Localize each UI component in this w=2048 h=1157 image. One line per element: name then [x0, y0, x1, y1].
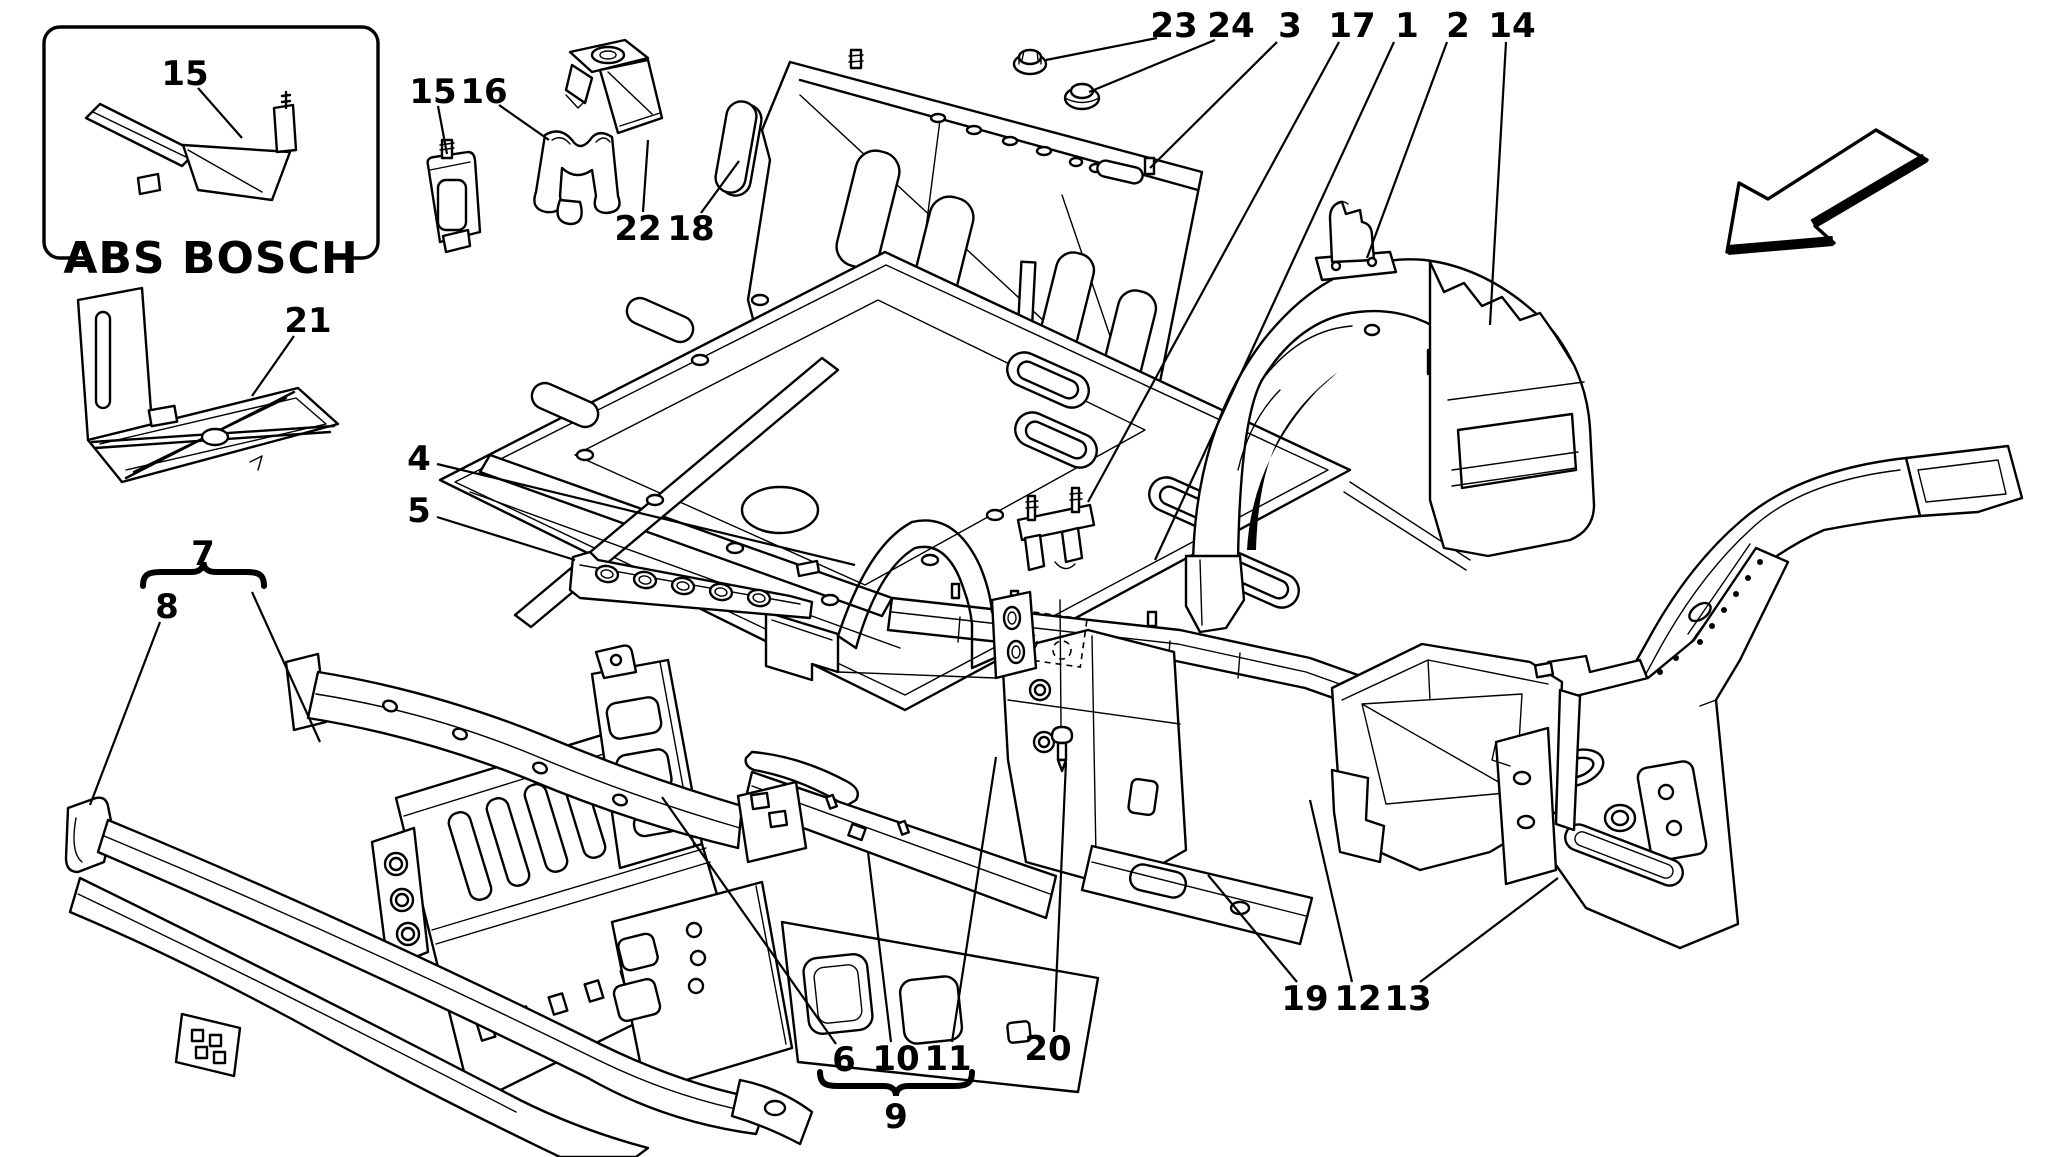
leader-line-7 — [250, 591, 322, 743]
pin-20 — [1050, 599, 1074, 773]
callout-24: 24 — [1207, 6, 1254, 46]
leader-line-23 — [1045, 36, 1158, 62]
label-backing — [88, 240, 334, 286]
leader-line-14 — [1488, 41, 1508, 326]
inset-box-border — [42, 25, 380, 260]
hook-bracket-2 — [1314, 200, 1398, 282]
leader-line-1 — [1154, 41, 1395, 561]
callout-12: 12 — [1334, 979, 1381, 1019]
nut-23 — [1012, 48, 1048, 76]
clip-15 — [426, 138, 482, 254]
callout-6: 6 — [832, 1040, 856, 1080]
crossmember-4 — [764, 519, 1038, 682]
leader-line-19 — [1207, 874, 1298, 983]
leader-line-18 — [700, 160, 740, 214]
callout-17: 17 — [1328, 6, 1375, 46]
leader-line-20 — [1052, 761, 1068, 1033]
direction-arrow — [1725, 128, 1929, 255]
callout-9: 9 — [884, 1097, 908, 1137]
front-pillar-13 — [1522, 444, 2024, 950]
group-brace-9 — [817, 1069, 975, 1097]
callout-8: 8 — [155, 587, 179, 627]
callout-21: 21 — [284, 301, 331, 341]
callout-1: 1 — [1395, 6, 1419, 46]
leader-line-12 — [1308, 799, 1354, 983]
callout-18: 18 — [667, 209, 714, 249]
callout-5: 5 — [407, 491, 431, 531]
bumper-assembly-7-8 — [64, 652, 814, 1157]
callout-15: 15 — [409, 72, 456, 112]
leader-line-2 — [1365, 41, 1449, 259]
bracket-22 — [564, 38, 664, 135]
support-5 — [568, 550, 821, 620]
leader-line-3 — [1149, 41, 1278, 169]
side-bracket — [1491, 726, 1558, 886]
pad-18 — [714, 100, 763, 197]
leader-line-16 — [498, 104, 550, 141]
callout-11: 11 — [924, 1039, 971, 1079]
leader-line-13 — [1419, 877, 1559, 983]
leader-line-22 — [641, 139, 650, 213]
abs-bracket-15 — [84, 90, 298, 202]
leader-line-15 — [436, 105, 449, 155]
fender-liner-14 — [1428, 260, 1596, 558]
callout-15: 15 — [161, 54, 208, 94]
bracket-21 — [76, 286, 340, 484]
lower-beam-10-11 — [742, 750, 1058, 920]
mount-bracket-17 — [1016, 486, 1096, 572]
abs-bosch-label: ABS BOSCH — [63, 233, 358, 284]
leader-line-6 — [661, 796, 837, 1045]
abs-bosch-inset-box: ABS BOSCH — [42, 25, 380, 286]
rail-19 — [1080, 844, 1314, 946]
callout-10: 10 — [872, 1039, 919, 1079]
leader-line-10 — [866, 851, 893, 1043]
leader-line-8 — [88, 621, 162, 806]
callout-13: 13 — [1384, 979, 1431, 1019]
callout-14: 14 — [1488, 6, 1535, 46]
grommet-24 — [1063, 82, 1101, 111]
lower-wall — [780, 920, 1100, 1094]
leader-line-11 — [950, 756, 998, 1043]
leader-line-5 — [436, 515, 576, 562]
rivet-dots — [1657, 559, 1763, 675]
callout-4: 4 — [407, 439, 431, 479]
callout-2: 2 — [1446, 6, 1470, 46]
callout-16: 16 — [460, 72, 507, 112]
clip-16 — [533, 130, 621, 226]
callout-7: 7 — [191, 534, 215, 574]
group-brace-7 — [140, 561, 267, 589]
callout-19: 19 — [1281, 979, 1328, 1019]
callout-22: 22 — [614, 209, 661, 249]
callout-3: 3 — [1278, 6, 1302, 46]
leader-line-17 — [1087, 41, 1340, 503]
leader-line-24 — [1088, 38, 1216, 94]
callout-20: 20 — [1024, 1029, 1071, 1069]
leader-line-15 — [197, 87, 243, 139]
callout-23: 23 — [1150, 6, 1197, 46]
leader-line-4 — [436, 462, 856, 567]
corner-wall — [610, 880, 794, 1094]
leader-line-21 — [251, 335, 295, 397]
